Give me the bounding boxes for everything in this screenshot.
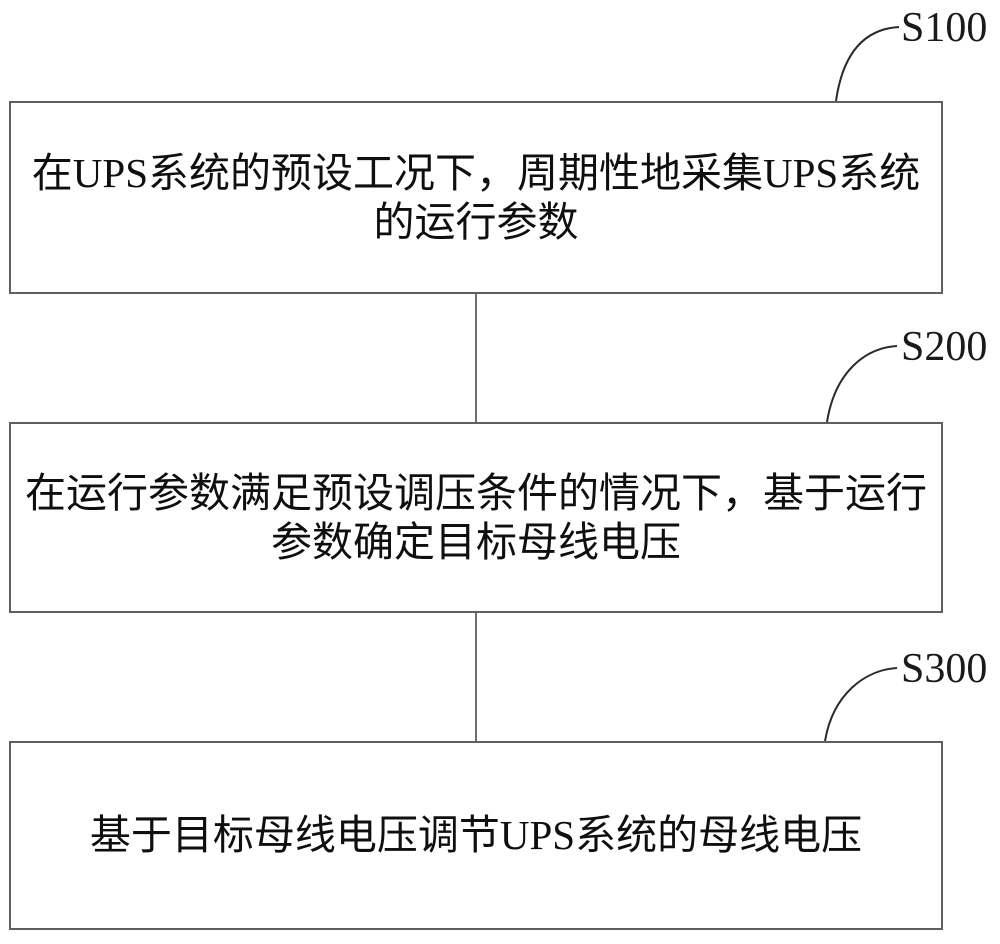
step-text-s100: 在UPS系统的预设工况下，周期性地采集UPS系统的运行参数 xyxy=(31,150,921,245)
step-box-s300: 基于目标母线电压调节UPS系统的母线电压 xyxy=(9,741,943,930)
step-box-s200: 在运行参数满足预设调压条件的情况下，基于运行参数确定目标母线电压 xyxy=(9,422,943,613)
step-label-s300: S300 xyxy=(901,646,988,692)
step-label-s200: S200 xyxy=(901,324,988,370)
leader-line-s300 xyxy=(824,667,898,742)
step-text-s300: 基于目标母线电压调节UPS系统的母线电压 xyxy=(89,812,863,859)
step-label-s100: S100 xyxy=(901,5,988,51)
leader-line-s200 xyxy=(826,345,898,423)
leader-line-s100 xyxy=(835,26,900,102)
step-text-s200: 在运行参数满足预设调压条件的情况下，基于运行参数确定目标母线电压 xyxy=(25,470,927,565)
step-box-s100: 在UPS系统的预设工况下，周期性地采集UPS系统的运行参数 xyxy=(9,101,943,294)
